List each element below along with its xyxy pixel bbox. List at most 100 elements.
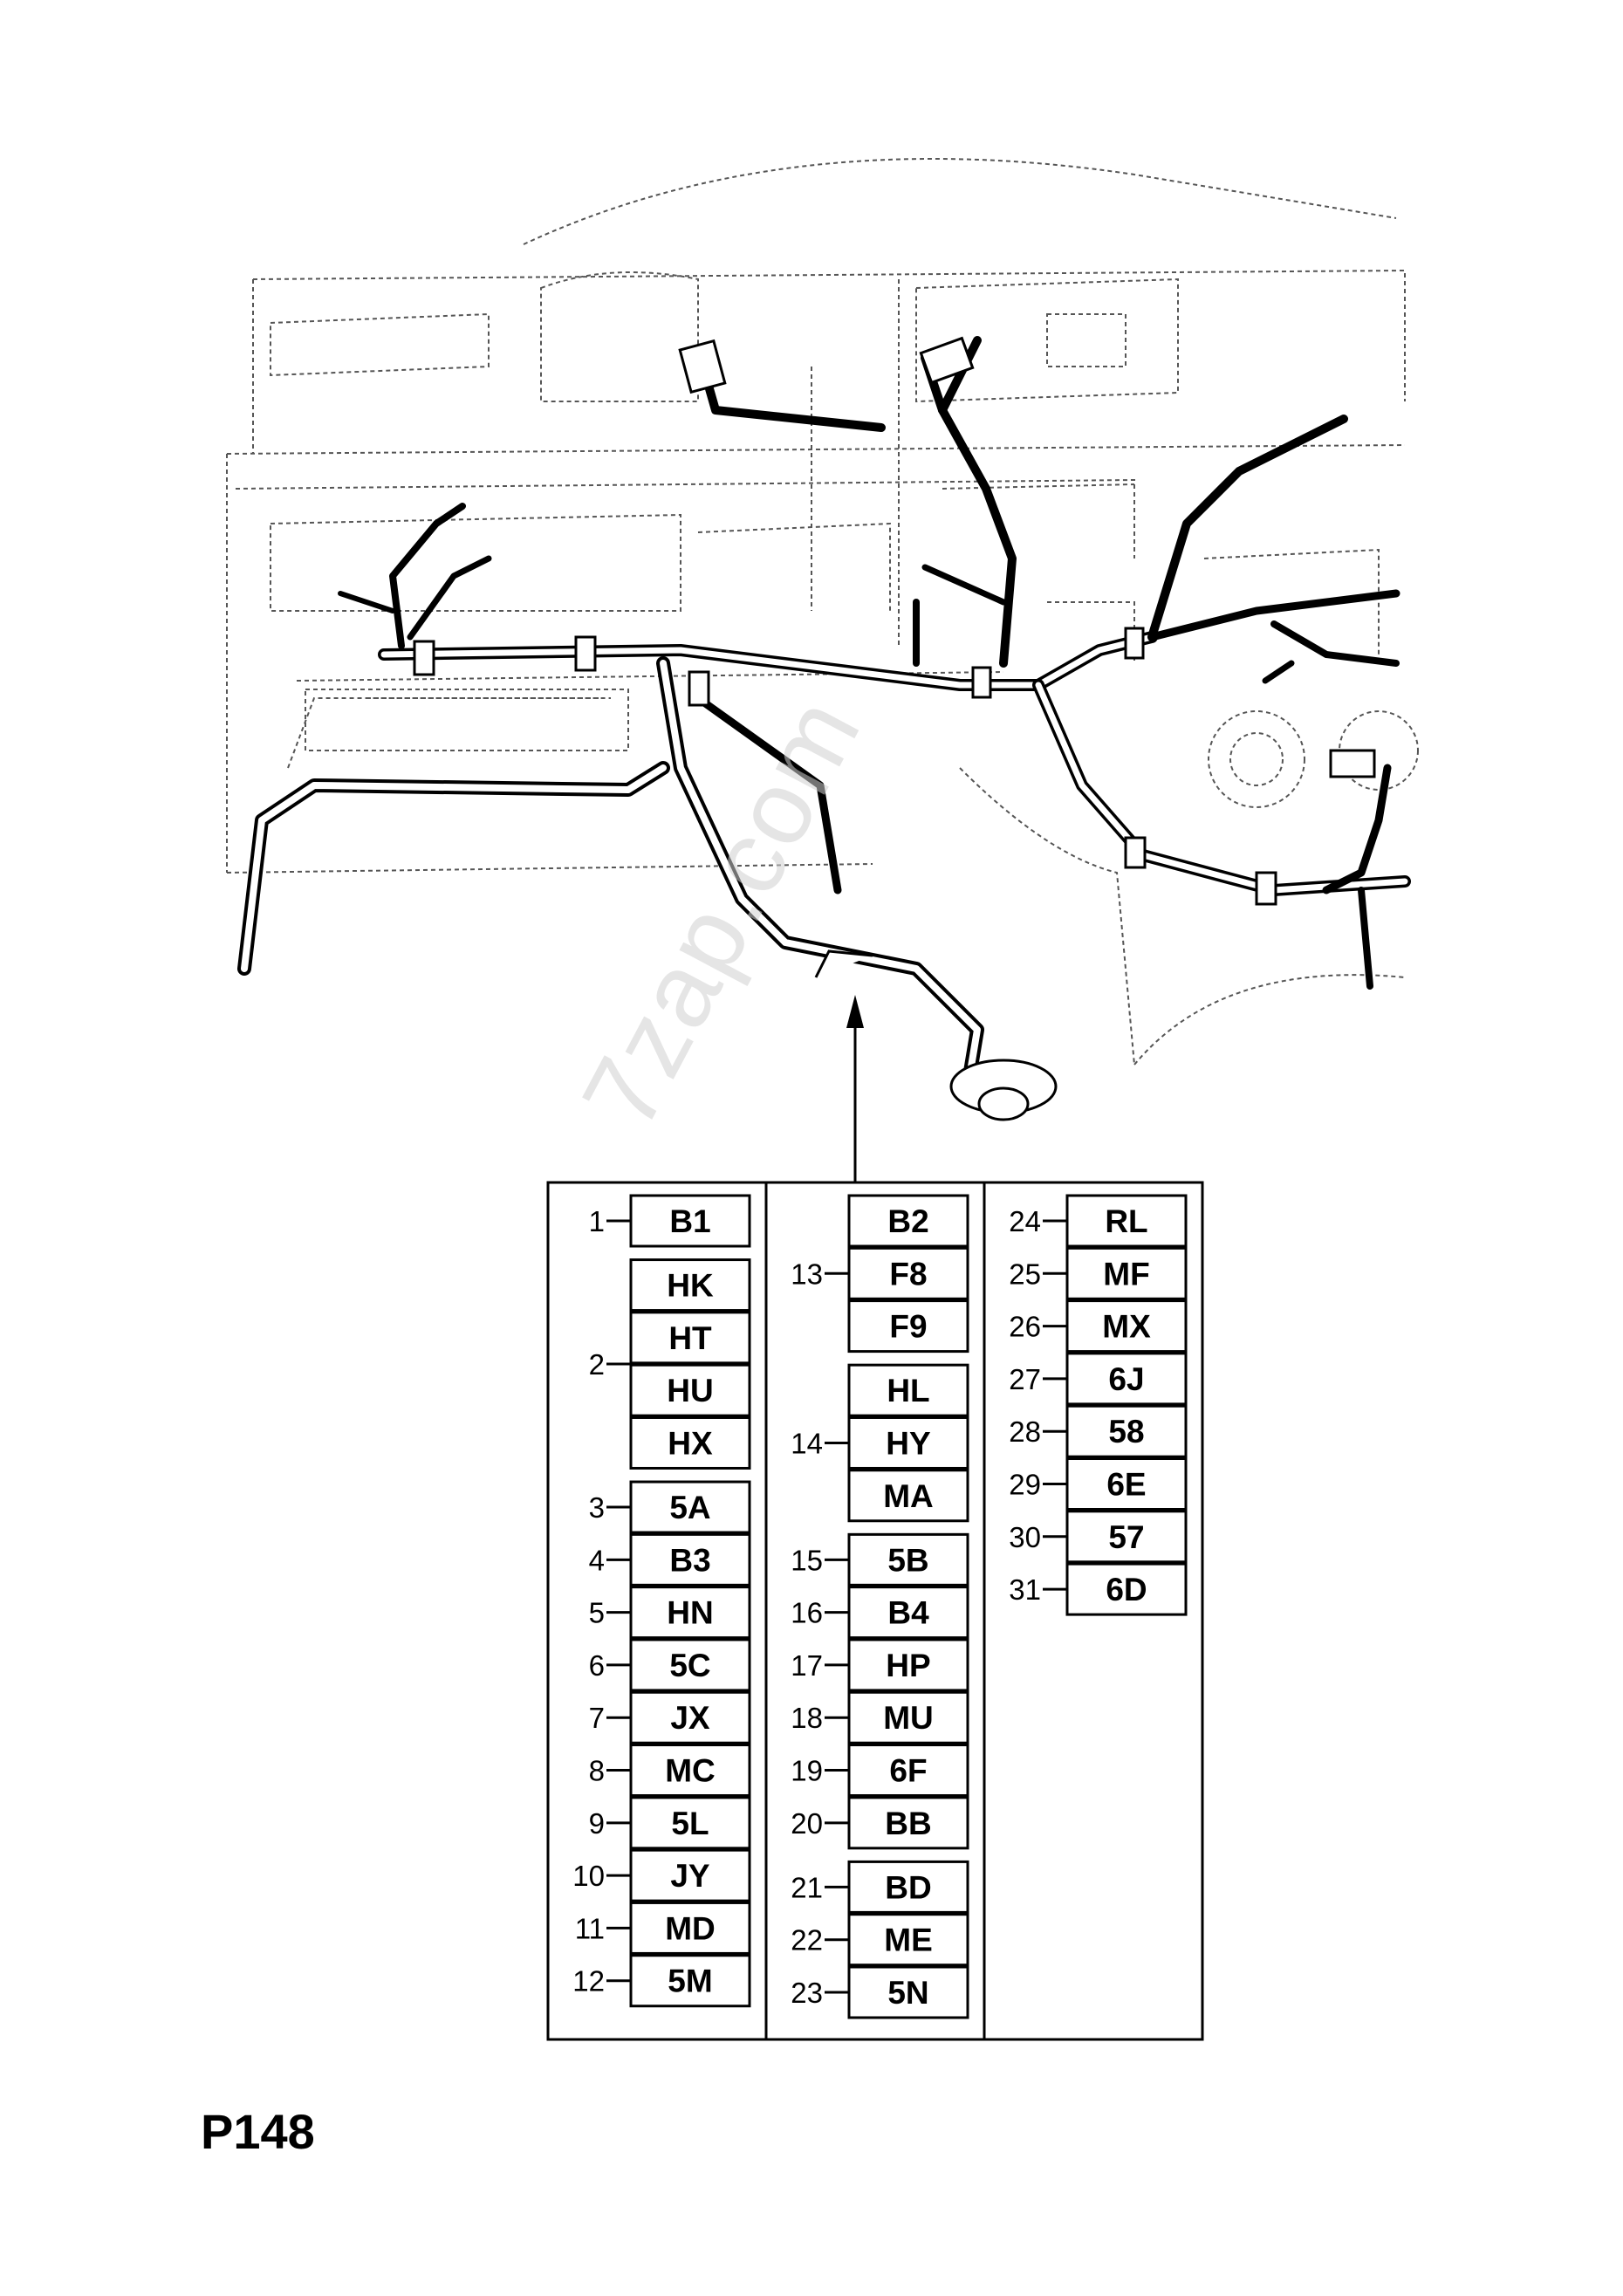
code-box — [629, 1311, 751, 1365]
wiring-harness-drawing — [226, 158, 1419, 1121]
item-number: 29 — [1009, 1469, 1041, 1501]
code-label: 5N — [887, 1975, 928, 2011]
code-label: JY — [670, 1858, 710, 1894]
code-box — [847, 1913, 969, 1967]
code-box — [847, 1194, 969, 1248]
code-box — [847, 1363, 969, 1417]
code-label: 6J — [1108, 1361, 1144, 1397]
code-label: F8 — [889, 1256, 927, 1292]
code-label: JX — [670, 1700, 710, 1736]
item-number: 11 — [575, 1912, 605, 1944]
item-number: 15 — [791, 1544, 823, 1576]
code-box — [1065, 1457, 1188, 1511]
code-label: MF — [1103, 1256, 1149, 1292]
item-number: 8 — [589, 1755, 605, 1787]
code-label: HY — [886, 1425, 931, 1461]
code-box — [629, 1586, 751, 1640]
code-label: 57 — [1108, 1519, 1144, 1555]
code-label: F9 — [889, 1309, 927, 1345]
code-box — [629, 1258, 751, 1312]
item-number: 31 — [1009, 1573, 1041, 1606]
code-box — [629, 1415, 751, 1470]
code-box — [847, 1469, 969, 1523]
code-box — [847, 1965, 969, 2019]
code-label: 6F — [889, 1753, 927, 1789]
code-label: 6E — [1106, 1467, 1146, 1503]
item-number: 19 — [791, 1755, 823, 1787]
item-number: 26 — [1009, 1311, 1041, 1343]
item-number: 24 — [1009, 1205, 1041, 1237]
code-label: MC — [665, 1753, 716, 1789]
item-number: 18 — [791, 1702, 823, 1734]
code-label: 5B — [887, 1542, 928, 1578]
code-box — [629, 1532, 751, 1587]
code-box — [847, 1860, 969, 1914]
code-label: BB — [885, 1806, 931, 1841]
code-label: HL — [887, 1373, 929, 1408]
code-box — [1065, 1194, 1188, 1248]
code-label: MA — [883, 1478, 934, 1514]
code-box — [847, 1532, 969, 1587]
item-number: 9 — [589, 1807, 605, 1840]
item-number: 25 — [1009, 1258, 1041, 1290]
item-number: 16 — [791, 1597, 823, 1629]
code-label: HN — [667, 1595, 713, 1631]
code-label: 58 — [1108, 1414, 1144, 1450]
code-label: 5A — [669, 1490, 710, 1525]
item-number: 13 — [791, 1258, 823, 1290]
code-label: BD — [885, 1869, 931, 1905]
code-label: MX — [1102, 1309, 1151, 1345]
code-box — [847, 1638, 969, 1692]
code-box — [629, 1901, 751, 1955]
code-label: B3 — [669, 1542, 710, 1578]
item-number: 23 — [791, 1977, 823, 2009]
item-number: 1 — [589, 1205, 605, 1237]
code-box — [847, 1796, 969, 1850]
code-label: HT — [668, 1320, 712, 1356]
item-number: 22 — [791, 1924, 823, 1957]
code-box — [629, 1954, 751, 2008]
code-label: MD — [665, 1910, 716, 1946]
item-number: 10 — [572, 1860, 605, 1892]
code-label: 5M — [668, 1964, 712, 1999]
item-number: 17 — [791, 1649, 823, 1682]
code-label: HU — [667, 1373, 713, 1408]
item-number: 27 — [1009, 1363, 1041, 1395]
callout-arrow-head — [846, 995, 864, 1028]
code-label: 6D — [1106, 1572, 1147, 1607]
item-number: 6 — [589, 1649, 605, 1682]
code-box — [1065, 1404, 1188, 1458]
item-number: 4 — [589, 1544, 605, 1576]
code-box — [1065, 1299, 1188, 1354]
item-number: 28 — [1009, 1415, 1041, 1448]
item-number: 5 — [589, 1597, 605, 1629]
code-label: MU — [883, 1700, 934, 1736]
item-number: 2 — [589, 1348, 605, 1381]
code-label: RL — [1105, 1203, 1147, 1239]
code-box — [847, 1415, 969, 1470]
item-number: 3 — [589, 1491, 605, 1524]
code-label: ME — [884, 1922, 933, 1958]
code-box — [1065, 1246, 1188, 1300]
code-box — [847, 1690, 969, 1744]
code-label: HX — [668, 1425, 713, 1461]
code-label: HK — [667, 1268, 714, 1304]
item-number: 30 — [1009, 1521, 1041, 1553]
code-label: B1 — [669, 1203, 710, 1239]
item-number: 7 — [589, 1702, 605, 1734]
page-label: P148 — [201, 2104, 315, 2159]
code-box — [629, 1194, 751, 1248]
item-number: 21 — [791, 1871, 823, 1903]
code-box — [629, 1796, 751, 1850]
item-number: 20 — [791, 1807, 823, 1840]
code-box — [847, 1299, 969, 1354]
code-box — [629, 1363, 751, 1417]
item-number: 12 — [572, 1965, 605, 1998]
code-label: B4 — [887, 1595, 929, 1631]
legend-frame — [546, 1181, 1204, 2041]
code-label: B2 — [887, 1203, 928, 1239]
code-label: 5L — [671, 1806, 709, 1841]
code-box — [629, 1690, 751, 1744]
code-box — [629, 1848, 751, 1902]
